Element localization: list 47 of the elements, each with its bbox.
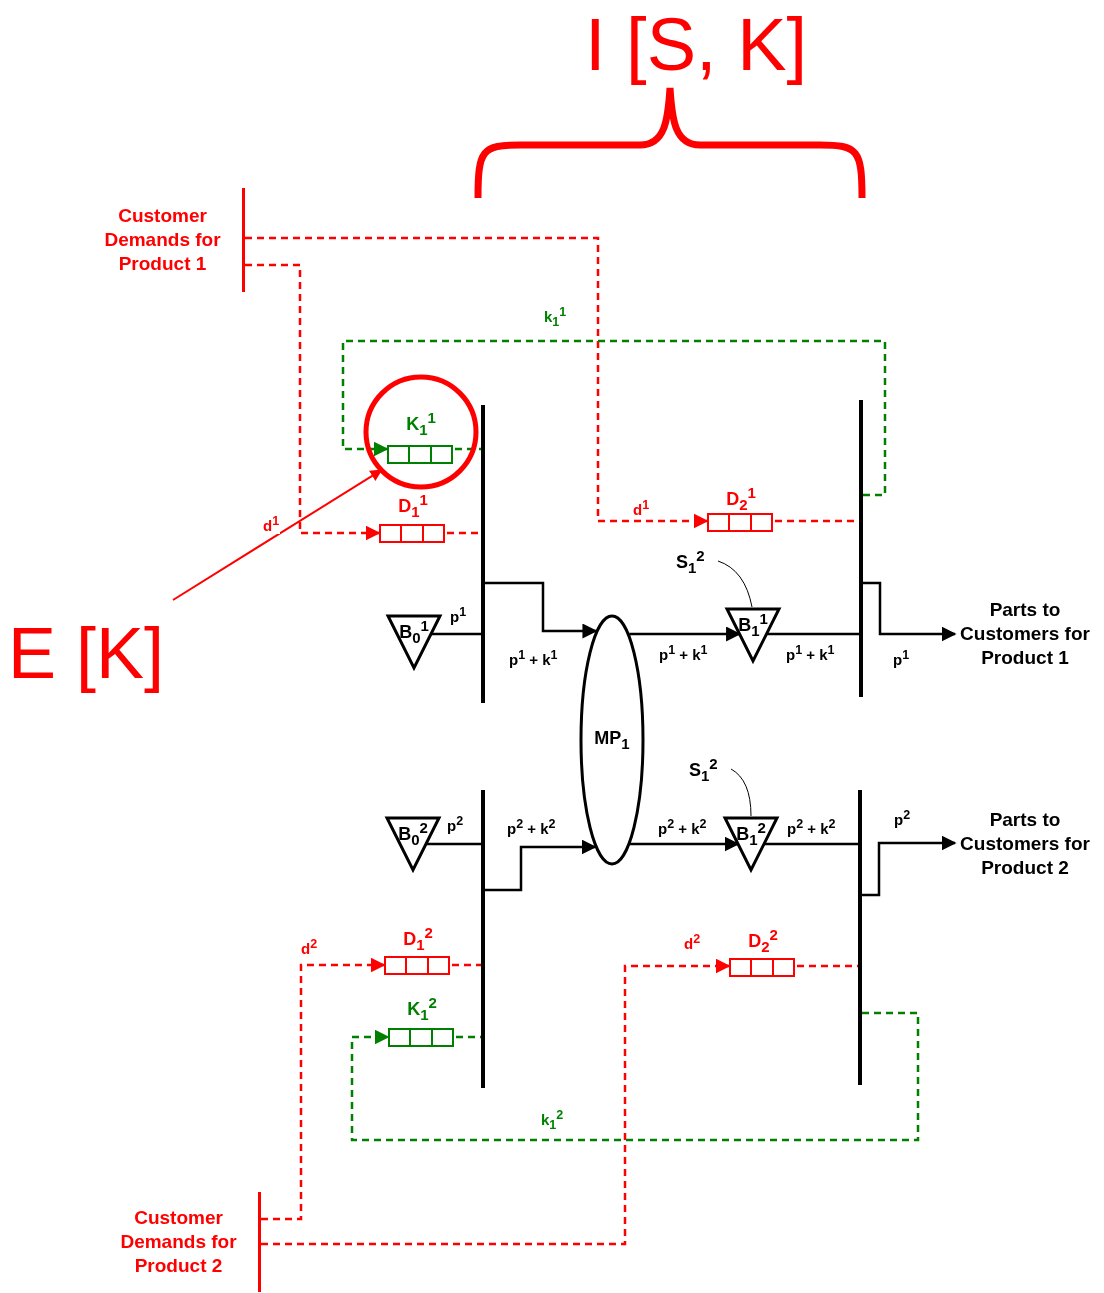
connector-line <box>430 632 481 636</box>
connector-line <box>456 1035 481 1039</box>
arrow <box>485 581 598 639</box>
edge-label: p$^{2}$ <box>446 814 465 834</box>
arrow <box>261 958 731 1246</box>
edge-label: p$^{1}$ + k$^{1}$ <box>658 643 709 663</box>
node-label: Customer Demands for Product 1 <box>103 204 222 276</box>
connector-line <box>764 842 858 846</box>
sync-bar <box>859 400 863 697</box>
connector-line <box>797 964 858 968</box>
node-label: MP$_{1}$ <box>593 728 631 752</box>
connector-line <box>447 531 481 535</box>
arrow <box>863 581 957 642</box>
arrow <box>245 263 381 541</box>
connector-line <box>452 963 481 967</box>
edge-label: d$^{2}$ <box>300 937 319 957</box>
arrow <box>261 957 386 1221</box>
edge-label: d$^{1}$ <box>632 498 651 518</box>
edge-label: p$^{2}$ + k$^{2}$ <box>786 817 837 837</box>
connector-line <box>766 632 859 636</box>
edge-label: p$^{1}$ <box>449 605 468 625</box>
sync-bar <box>481 405 485 703</box>
connector-line <box>455 447 481 451</box>
arrow <box>341 339 887 497</box>
edge-label: d$^{1}$ <box>262 514 281 534</box>
arrow <box>485 839 597 892</box>
arrow <box>172 469 383 601</box>
sync-bar <box>858 790 862 1085</box>
edge-label: p$^{2}$ + k$^{2}$ <box>657 817 708 837</box>
leader-line <box>717 560 753 608</box>
node-label: Parts to Customers for Product 1 <box>959 598 1091 670</box>
edge-label: p$^{2}$ <box>893 808 912 828</box>
edge-label: p$^{2}$ + k$^{2}$ <box>506 817 557 837</box>
annotation-text: E [K] <box>8 612 165 694</box>
leader-line <box>730 768 752 817</box>
sync-bar <box>481 790 485 1088</box>
edge-label: p$^{1}$ <box>892 648 911 668</box>
edge-label: p$^{1}$ + k$^{1}$ <box>508 648 559 668</box>
arrow <box>245 236 709 529</box>
arrow <box>350 1011 920 1142</box>
node-label: Parts to Customers for Product 2 <box>959 808 1091 880</box>
arrow <box>862 835 957 897</box>
connector-line <box>426 842 481 846</box>
node-label: Customer Demands for Product 2 <box>119 1206 238 1278</box>
edge-label: d$^{2}$ <box>683 932 702 952</box>
edge-label: p$^{1}$ + k$^{1}$ <box>785 643 836 663</box>
annotation-text: I [S, K] <box>585 2 808 87</box>
